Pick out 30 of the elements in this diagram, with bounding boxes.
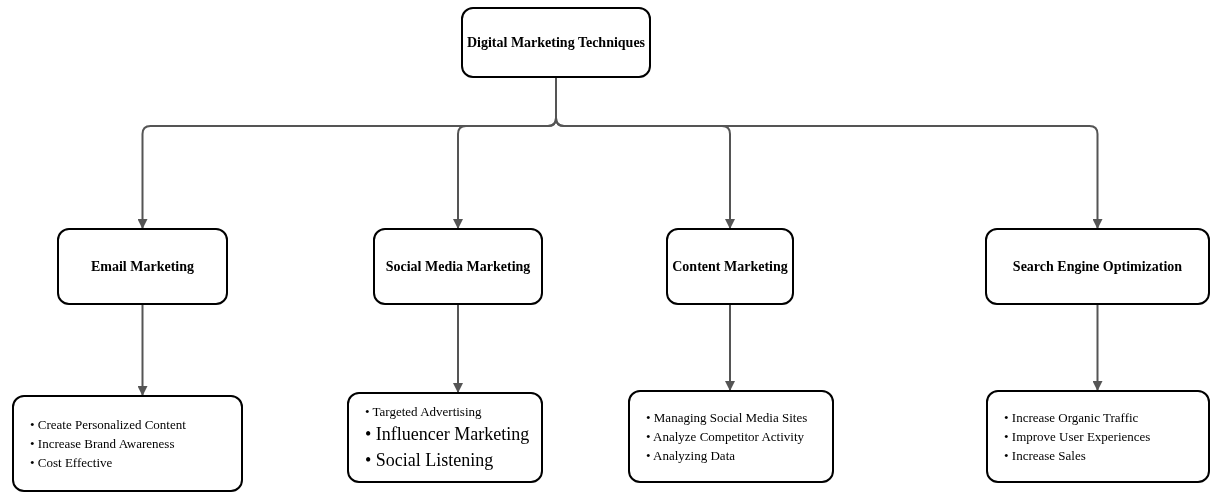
box-title: Digital Marketing Techniques [465,34,647,52]
category-box [666,228,794,305]
bullet-item: • Create Personalized Content [30,416,187,434]
bullet-item: • Increase Sales [1004,447,1087,465]
box-title: Content Marketing [671,258,789,276]
bullet-item: • Improve User Experiences [1004,428,1152,446]
box-title: Email Marketing [89,258,195,276]
bullet-item: • Managing Social Media Sites [646,409,809,427]
arrow [137,304,148,396]
bullet-item: • Cost Effective [30,454,114,472]
category-box [461,7,651,78]
box-title: Social Media Marketing [384,258,532,276]
arrow [453,304,463,393]
bullet-item: • Influencer Marketing [365,423,531,446]
bullet-item: • Analyze Competitor Activity [646,428,805,446]
category-box [57,228,228,305]
bullet-item: • Increase Brand Awareness [30,435,176,453]
arrow [725,304,735,391]
bullet-item: • Social Listening [365,449,495,472]
list-box [347,392,543,483]
category-box [985,228,1210,305]
list-box [12,395,243,492]
list-box [628,390,834,483]
box-title: Search Engine Optimization [1011,258,1184,276]
list-box [986,390,1210,483]
category-box [373,228,543,305]
arrow [1092,304,1103,391]
bullet-item: • Analyzing Data [646,447,737,465]
bullet-item: • Targeted Advertising [365,403,483,421]
bullet-item: • Increase Organic Traffic [1004,409,1140,427]
